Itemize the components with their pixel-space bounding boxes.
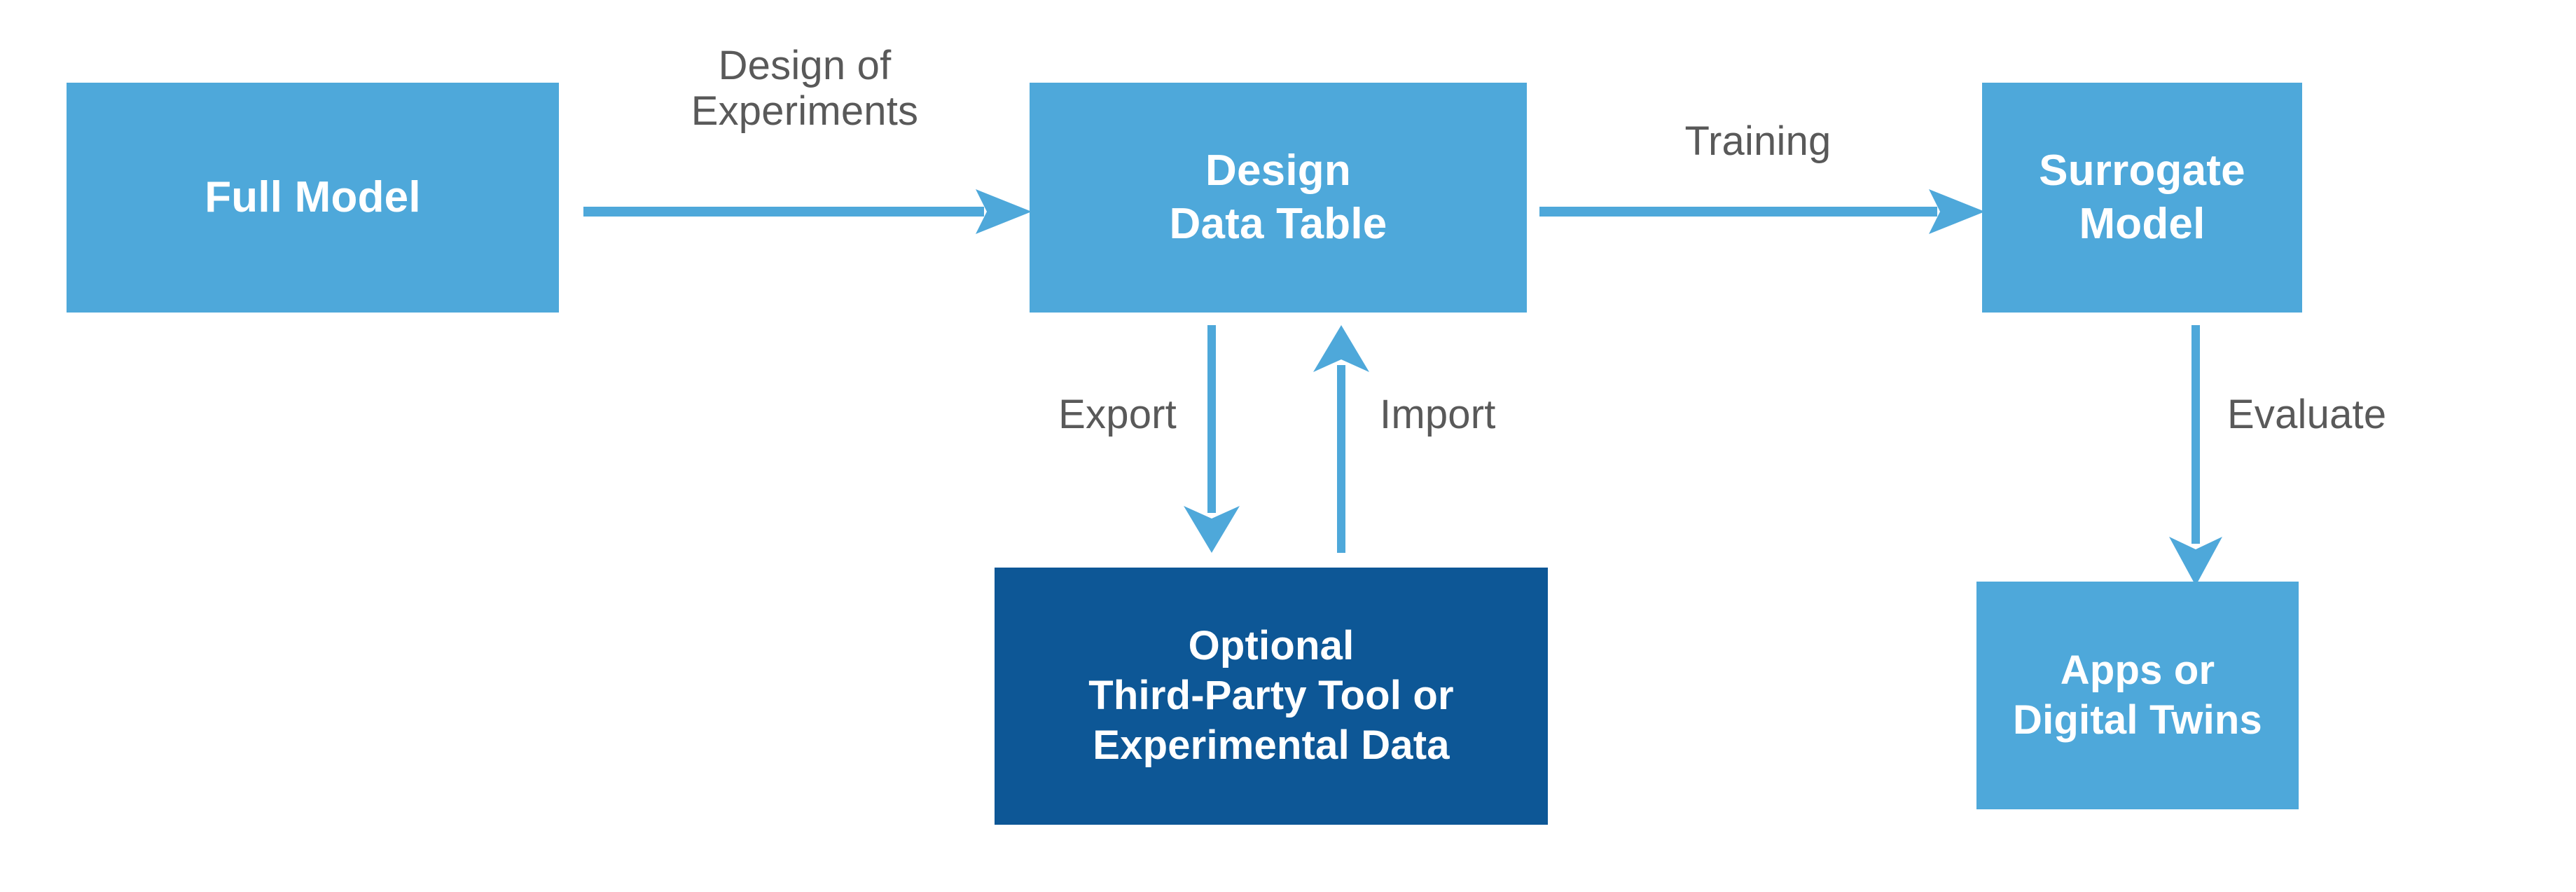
edge-label-evaluate: Evaluate: [2227, 392, 2387, 437]
arrow-right-design-of-experiments: [583, 189, 1032, 234]
arrow-up-import: [1313, 325, 1369, 553]
edge-label-import: Import: [1380, 392, 1496, 437]
edge-label-training: Training: [1684, 118, 1831, 164]
arrow-down-evaluate: [2169, 325, 2222, 586]
node-full-model: Full Model: [67, 83, 559, 313]
edge-label-export: Export: [1058, 392, 1177, 437]
node-apps-or-digital-twins: Apps or Digital Twins: [1976, 582, 2299, 809]
arrow-right-training: [1539, 189, 1985, 234]
node-optional-third-party-tool: Optional Third-Party Tool or Experimenta…: [995, 568, 1548, 825]
edge-label-design-of-experiments: Design of Experiments: [691, 43, 919, 134]
arrow-down-export: [1184, 325, 1240, 553]
node-design-data-table: Design Data Table: [1030, 83, 1527, 313]
node-surrogate-model: Surrogate Model: [1982, 83, 2302, 313]
